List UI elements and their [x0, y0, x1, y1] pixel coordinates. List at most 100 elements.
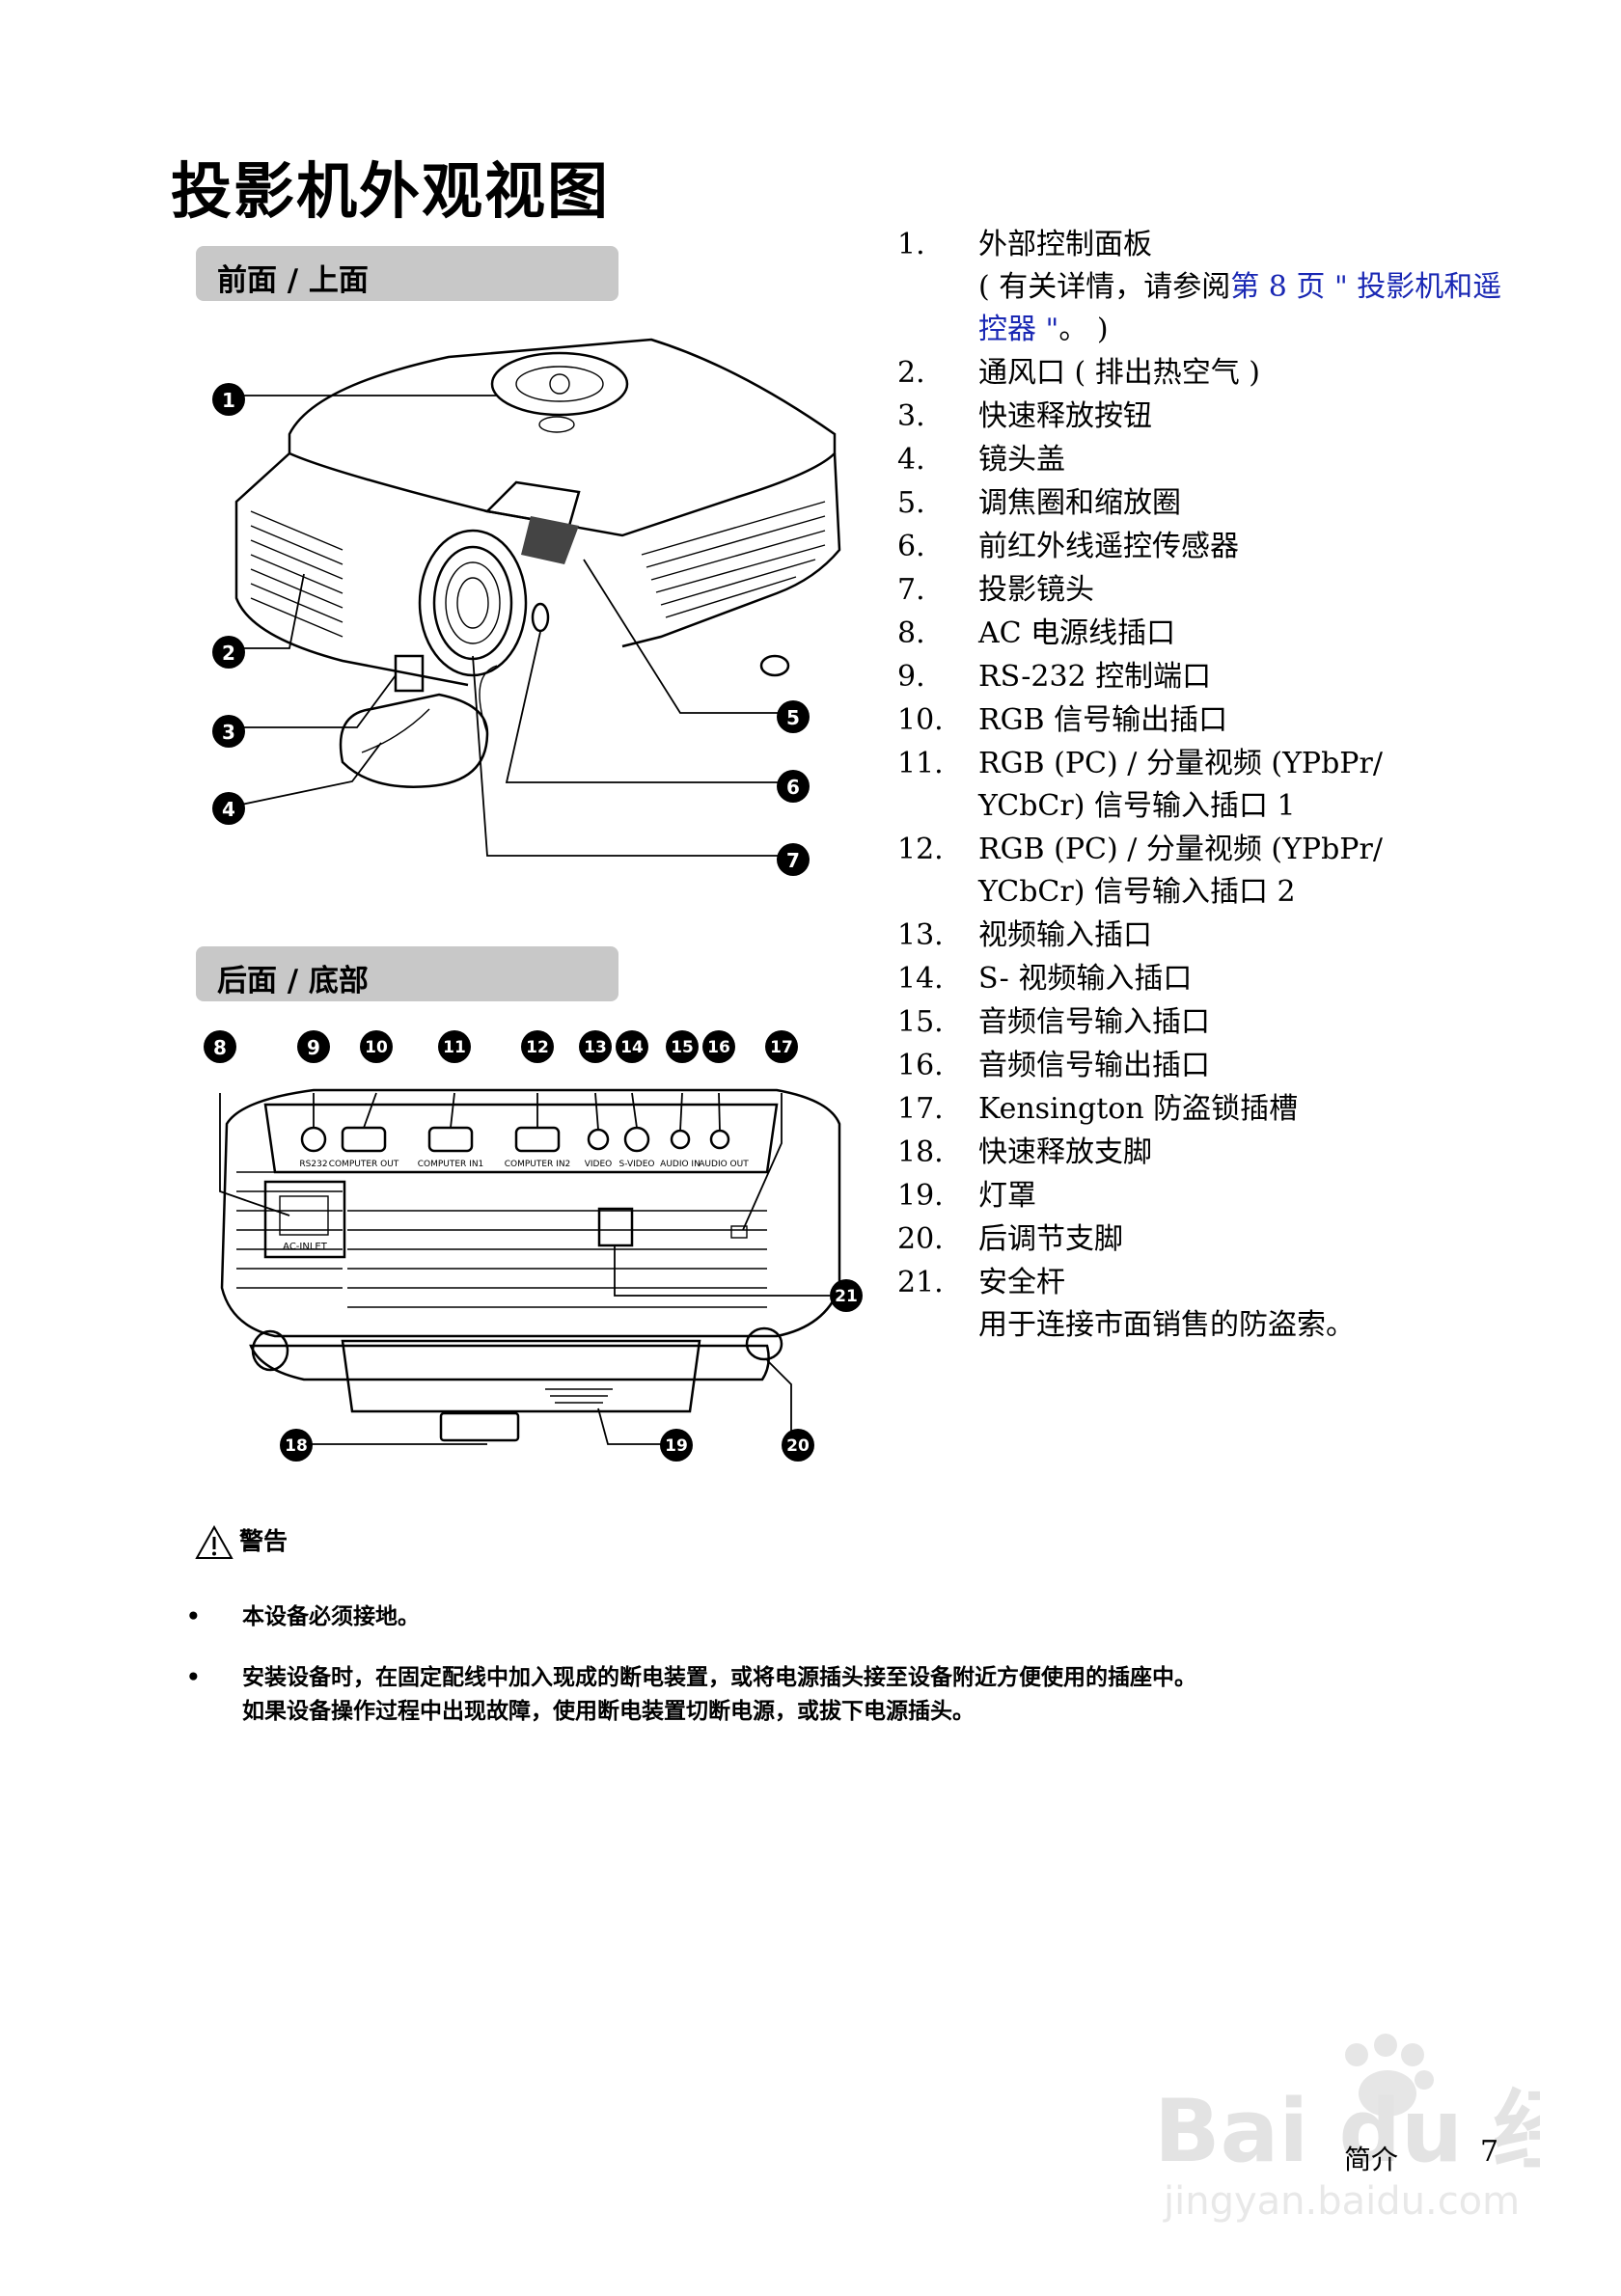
list-item-note: ( 有关详情，请参阅第 8 页 " 投影机和遥控器 "。 ) — [978, 266, 1515, 351]
list-item-text: RGB (PC) / 分量视频 (YPbPr/ — [978, 747, 1383, 780]
list-item: 7.投影镜头 — [897, 569, 1515, 612]
rs232-label: RS232 — [299, 1160, 327, 1169]
list-item-text: RGB 信号输出插口 — [978, 703, 1228, 737]
section-header-rear: 后面 / 底部 — [196, 946, 618, 1001]
svg-text:7: 7 — [786, 849, 800, 872]
callout-18: 18 — [277, 1426, 316, 1468]
list-item-text-continued: YCbCr) 信号输入插口 1 — [978, 789, 1296, 823]
list-item: 10.RGB 信号输出插口 — [897, 699, 1515, 742]
svg-text:13: 13 — [584, 1038, 607, 1057]
callout-8-badge: 8 — [204, 1030, 236, 1063]
callout-14-badge: 14 — [616, 1030, 648, 1063]
svg-text:10: 10 — [365, 1038, 388, 1057]
list-item-number: 13. — [897, 918, 944, 952]
callout-1: 1 — [209, 380, 248, 423]
list-item: 12.RGB (PC) / 分量视频 (YPbPr/YCbCr) 信号输入插口 … — [897, 829, 1515, 914]
callout-2: 2 — [209, 633, 248, 675]
callout-14: 14 — [613, 1027, 651, 1070]
callout-10: 10 — [357, 1027, 396, 1070]
callout-7: 7 — [774, 840, 812, 883]
list-item-text: 视频输入插口 — [978, 918, 1152, 952]
video-label: VIDEO — [585, 1160, 613, 1169]
list-item: 3.快速释放按钮 — [897, 396, 1515, 438]
baidu-watermark: Bai du 经验 jingyan.baidu.com — [1154, 2016, 1621, 2228]
computer-in1-label: COMPUTER IN1 — [418, 1160, 484, 1169]
svg-text:12: 12 — [526, 1038, 549, 1057]
callout-13-badge: 13 — [579, 1030, 612, 1063]
svg-text:8: 8 — [213, 1036, 227, 1059]
svg-text:15: 15 — [671, 1038, 694, 1057]
list-item-number: 12. — [897, 833, 944, 866]
callout-15: 15 — [663, 1027, 701, 1070]
audio-out-label: AUDIO OUT — [699, 1160, 749, 1169]
list-item-number: 4. — [897, 443, 925, 477]
list-item-number: 17. — [897, 1092, 944, 1126]
s-video-label: S-VIDEO — [619, 1160, 655, 1169]
list-item-text: 快速释放按钮 — [978, 399, 1152, 433]
callout-5: 5 — [774, 697, 812, 740]
list-item: 21. 安全杆用于连接市面销售的防盗索。 — [897, 1262, 1515, 1347]
warning-item-text: 本设备必须接地。 — [242, 1604, 420, 1629]
svg-text:1: 1 — [222, 389, 235, 412]
list-item-number: 8. — [897, 616, 925, 650]
list-item: 16.音频信号输出插口 — [897, 1045, 1515, 1087]
list-item-note-suffix: 。 ) — [1058, 313, 1109, 346]
list-item-number: 5. — [897, 486, 925, 520]
svg-text:19: 19 — [665, 1436, 688, 1456]
callout-5-badge: 5 — [777, 700, 810, 733]
list-item-text: 外部控制面板 — [978, 228, 1152, 261]
list-item-text-continued: YCbCr) 信号输入插口 2 — [978, 875, 1296, 909]
list-item-text: 投影镜头 — [978, 573, 1094, 607]
list-item-text-continued: 用于连接市面销售的防盗索。 — [978, 1308, 1355, 1342]
list-item-text: Kensington 防盗锁插槽 — [978, 1092, 1299, 1126]
callout-16: 16 — [700, 1027, 738, 1070]
svg-text:5: 5 — [786, 706, 800, 729]
svg-text:4: 4 — [222, 798, 235, 821]
list-item: 17. Kensington 防盗锁插槽 — [897, 1088, 1515, 1131]
list-item-text: 调焦圈和缩放圈 — [978, 486, 1181, 520]
callout-16-badge: 16 — [702, 1030, 735, 1063]
section-header-rear-label: 后面 / 底部 — [217, 964, 369, 998]
callout-8: 8 — [201, 1027, 239, 1070]
callout-18-badge: 18 — [280, 1429, 313, 1462]
list-item-text: 前红外线遥控传感器 — [978, 530, 1239, 563]
list-item-text: 音频信号输入插口 — [978, 1005, 1210, 1039]
page-reference-link[interactable]: 第 8 页 " 投影机和遥控器 " — [978, 270, 1502, 346]
list-item: 11. RGB (PC) / 分量视频 (YPbPr/YCbCr) 信号输入插口 … — [897, 743, 1515, 828]
svg-text:3: 3 — [222, 721, 235, 744]
svg-text:2: 2 — [222, 642, 235, 665]
list-item-number: 6. — [897, 530, 925, 563]
list-item-text: AC 电源线插口 — [978, 616, 1176, 650]
callout-2-badge: 2 — [212, 636, 245, 669]
callout-1-badge: 1 — [212, 383, 245, 416]
callout-9: 9 — [294, 1027, 333, 1070]
list-item-text: 通风口 ( 排出热空气 ) — [978, 356, 1261, 390]
list-item: 2.通风口 ( 排出热空气 ) — [897, 352, 1515, 395]
list-item-text: 安全杆 — [978, 1266, 1065, 1299]
svg-text:14: 14 — [620, 1038, 644, 1057]
list-item: 19.灯罩 — [897, 1175, 1515, 1217]
rear-projector-illustration: AC-INLET RS232 COMPUTER OUT COMPUTER IN1… — [198, 1047, 873, 1481]
svg-text:9: 9 — [307, 1036, 320, 1059]
list-item: 1. 外部控制面板 ( 有关详情，请参阅第 8 页 " 投影机和遥控器 "。 ) — [897, 224, 1515, 351]
rear-projector-svg: AC-INLET RS232 COMPUTER OUT COMPUTER IN1… — [219, 1088, 841, 1445]
warning-heading: 警告 — [195, 1522, 288, 1560]
svg-text:6: 6 — [786, 776, 800, 799]
callout-12-badge: 12 — [521, 1030, 554, 1063]
front-projector-svg — [234, 338, 841, 857]
callout-20-badge: 20 — [782, 1429, 814, 1462]
list-item-number: 14. — [897, 962, 944, 996]
list-item-text: 音频信号输出插口 — [978, 1049, 1210, 1082]
list-item-text: 镜头盖 — [978, 443, 1065, 477]
ac-inlet-label: AC-INLET — [283, 1242, 328, 1252]
list-item: 8. AC 电源线插口 — [897, 613, 1515, 655]
warning-icon — [195, 1525, 234, 1559]
list-item-number: 21. — [897, 1266, 944, 1299]
list-item-number: 11. — [897, 747, 944, 780]
bullet-marker: • — [186, 1665, 201, 1690]
bullet-marker: • — [186, 1604, 201, 1629]
callout-20: 20 — [779, 1426, 817, 1468]
list-item-number: 9. — [897, 660, 925, 694]
callout-21-badge: 21 — [830, 1279, 863, 1312]
list-item: 20.后调节支脚 — [897, 1218, 1515, 1261]
